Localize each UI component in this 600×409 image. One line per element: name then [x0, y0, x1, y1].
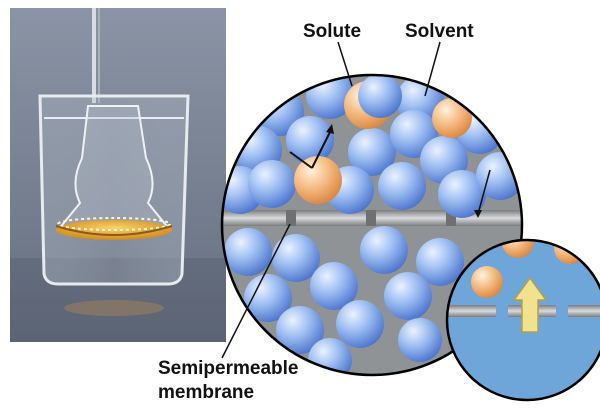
- solvent-label: Solvent: [405, 21, 474, 42]
- zoomed-membrane-view: [445, 238, 600, 402]
- reflection: [64, 300, 164, 316]
- magnified-view: [220, 73, 524, 377]
- membrane-label-line1: Semipermeable: [158, 358, 299, 379]
- beaker-photo: [10, 8, 226, 342]
- semipermeable-membrane-label: Semipermeable membrane: [158, 357, 298, 405]
- membrane-label-line2: membrane: [158, 382, 255, 403]
- lower-solvent-particles: [224, 226, 464, 375]
- leader-lines: [221, 41, 491, 359]
- arrow-up-icon: [512, 276, 548, 333]
- solute-label: Solute: [303, 21, 362, 42]
